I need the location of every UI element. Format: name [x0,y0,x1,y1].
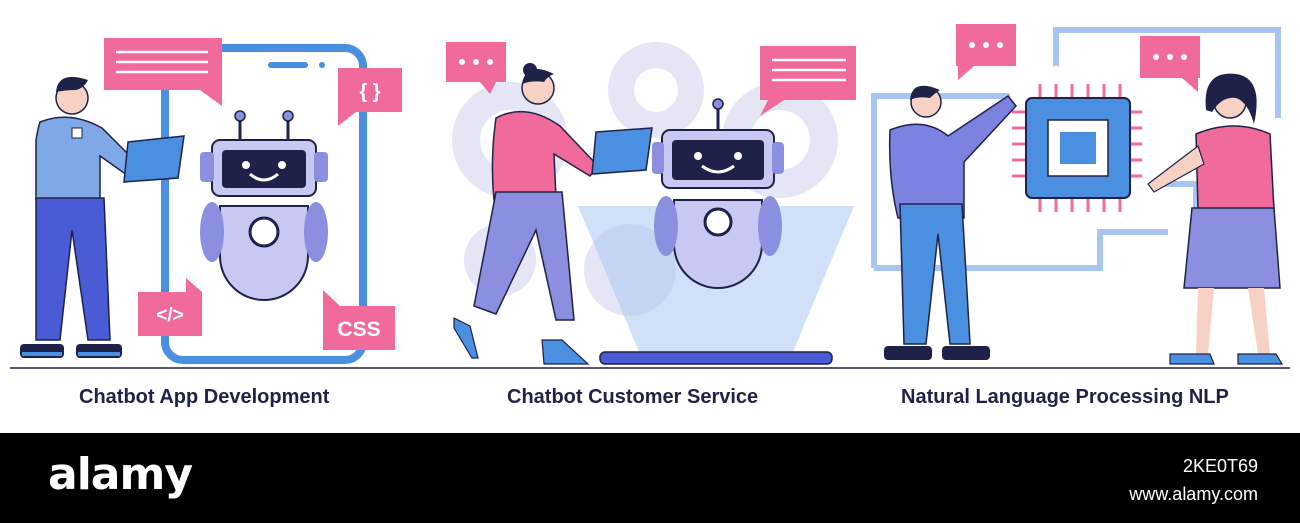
message-bubble-icon [1140,36,1200,92]
scene-customer-service [446,42,856,365]
caption-nlp: Natural Language Processing NLP [901,386,1229,408]
code-tag-badge: </> [138,278,202,336]
laptop-base-icon [599,351,833,365]
curly-braces-badge: { } [338,68,402,126]
caption-chatbot-customer-service: Chatbot Customer Service [507,386,759,408]
scene-nlp [871,24,1284,365]
stock-footer-bar [0,433,1300,523]
site-url-label: www.alamy.com [1129,484,1258,504]
image-id-label: 2KE0T69 [1182,456,1258,476]
woman-left-figure [884,85,1017,360]
laptop-icon [123,135,185,183]
message-bubble-icon [104,38,222,106]
message-bubble-icon [956,24,1016,80]
robot-icon [200,110,328,301]
woman-right-figure [1147,73,1284,365]
illustration-panel: { } </> CSS [10,24,1290,369]
man-figure [20,76,185,358]
caption-chatbot-app-development: Chatbot App Development [79,386,330,408]
woman-figure [453,63,653,365]
message-bubble-icon [446,42,506,94]
phone-frame-icon [161,44,367,364]
chip-icon [1012,84,1142,212]
css-badge: CSS [323,290,395,350]
brand-logo: alamy [48,449,193,500]
robot-icon [652,98,784,289]
tablet-icon [591,127,653,175]
code-tag-label: </> [156,305,183,326]
scene-app-development: { } </> CSS [20,38,402,364]
message-bubble-icon [760,46,856,116]
css-label: CSS [337,318,380,341]
curly-braces-label: { } [359,81,380,103]
